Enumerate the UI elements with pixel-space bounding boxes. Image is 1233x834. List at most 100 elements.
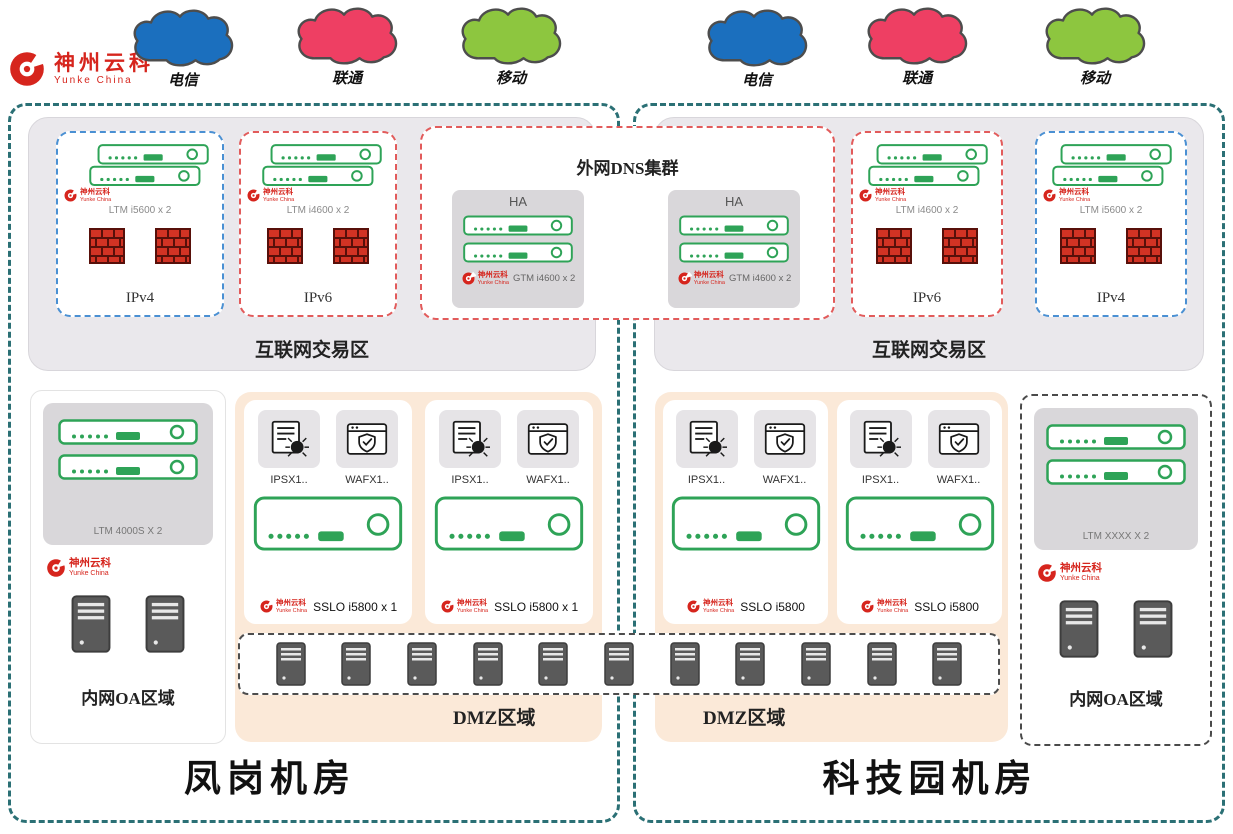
waf-tile: [753, 410, 816, 468]
gtm-appliance-icon: [679, 242, 789, 263]
brand-sub: Yunke China: [693, 279, 725, 286]
device-caption: LTM i4600 x 2: [286, 205, 350, 216]
waf-icon: [764, 419, 806, 459]
server-icon: [538, 641, 568, 687]
firewall-icon: [1060, 228, 1096, 264]
firewall-pair: [267, 228, 369, 264]
server-icon: [932, 641, 962, 687]
isp-cloud-mobile-left: 移动: [452, 4, 570, 88]
brand-sub: Yunke China: [456, 607, 489, 614]
brand-name: 神州云科: [275, 598, 306, 608]
server-icon: [1133, 600, 1173, 658]
sslo-appliance-icon: [253, 496, 403, 551]
firewall-icon: [89, 228, 125, 264]
brand-logo: 神州云科 Yunke China: [6, 48, 154, 90]
device-caption: SSLO i5800 x 1: [313, 599, 398, 614]
zone-label: IPv6: [912, 290, 942, 306]
ips-label: IPSX1..: [451, 474, 489, 486]
cloud-icon: [288, 4, 406, 66]
firewall-icon: [333, 228, 369, 264]
brand-name: 神州云科: [456, 598, 487, 608]
zone-label: IPv6: [303, 290, 333, 306]
yunke-swirl-icon: [461, 271, 476, 286]
isp-cloud-mobile-right: 移动: [1036, 4, 1154, 88]
ltm-appliance-icon: [1049, 143, 1175, 188]
brand-name: 神州云科: [69, 558, 111, 570]
firewall-icon: [155, 228, 191, 264]
brand-sub: Yunke China: [54, 75, 133, 87]
ltm-device-panel: LTM XXXX X 2: [1034, 408, 1198, 550]
device-caption: GTM i4600 x 2: [512, 273, 576, 284]
server-icon: [473, 641, 503, 687]
gtm-appliance-icon: [463, 215, 573, 236]
sslo-appliance-icon: [671, 496, 821, 551]
dmz-server-strip: [238, 633, 1000, 695]
ips-tile: [675, 410, 738, 468]
gtm-appliance-icon: [463, 242, 573, 263]
ltm-appliance-icon: [865, 143, 991, 188]
server-icon: [604, 641, 634, 687]
device-caption: SSLO i5800: [740, 599, 805, 614]
firewall-pair: [876, 228, 978, 264]
server-icon: [867, 641, 897, 687]
brand-sub: Yunke China: [875, 196, 907, 203]
ips-icon: [860, 419, 902, 459]
yunke-swirl-icon: [686, 599, 701, 614]
brand-name: 神州云科: [54, 51, 154, 76]
server-icon: [1059, 600, 1099, 658]
ips-icon: [449, 419, 491, 459]
firewall-icon: [876, 228, 912, 264]
waf-label: WAFX1..: [762, 474, 807, 486]
ha-label: HA: [724, 194, 744, 209]
device-caption: SSLO i5800: [914, 599, 979, 614]
cloud-icon: [124, 6, 242, 68]
dmz-zone-label: DMZ区域: [703, 708, 786, 729]
firewall-pair: [1060, 228, 1162, 264]
gtm-appliance-icon: [679, 215, 789, 236]
device-caption: LTM i5600 x 2: [1079, 205, 1143, 216]
oa-server-group: [1022, 600, 1210, 658]
yunke-swirl-icon: [858, 188, 873, 203]
firewall-pair: [89, 228, 191, 264]
sslo-appliance-icon: [845, 496, 995, 551]
ips-icon: [268, 419, 310, 459]
server-icon: [670, 641, 700, 687]
device-caption: GTM i4600 x 2: [728, 273, 792, 284]
yunke-swirl-icon: [259, 599, 274, 614]
yunke-swirl-icon: [1036, 562, 1058, 584]
server-icon: [407, 641, 437, 687]
brand-name: 神州云科: [693, 270, 724, 280]
isp-label: 联通: [901, 71, 932, 87]
oa-server-group: [31, 595, 225, 653]
internet-zone-label: 互联网交易区: [871, 340, 986, 361]
brand-sub: Yunke China: [69, 569, 109, 577]
ltm-appliance-icon: [86, 143, 212, 188]
brand-name: 神州云科: [1059, 187, 1089, 197]
waf-label: WAFX1..: [345, 474, 389, 486]
ltm-appliance-icon: [57, 419, 199, 445]
device-caption: LTM i5600 x 2: [108, 205, 172, 216]
ips-icon: [686, 419, 728, 459]
isp-cloud-telecom-left: 电信: [124, 6, 242, 90]
isp-cloud-telecom-right: 电信: [698, 6, 816, 90]
device-caption: LTM 4000S X 2: [93, 526, 163, 537]
brand-name: 神州云科: [80, 187, 110, 197]
zone-label: IPv4: [1096, 290, 1126, 306]
isp-label: 电信: [741, 73, 772, 89]
datacenter-left-title: 凤岗机房: [184, 759, 356, 800]
ips-tile: [439, 410, 501, 468]
